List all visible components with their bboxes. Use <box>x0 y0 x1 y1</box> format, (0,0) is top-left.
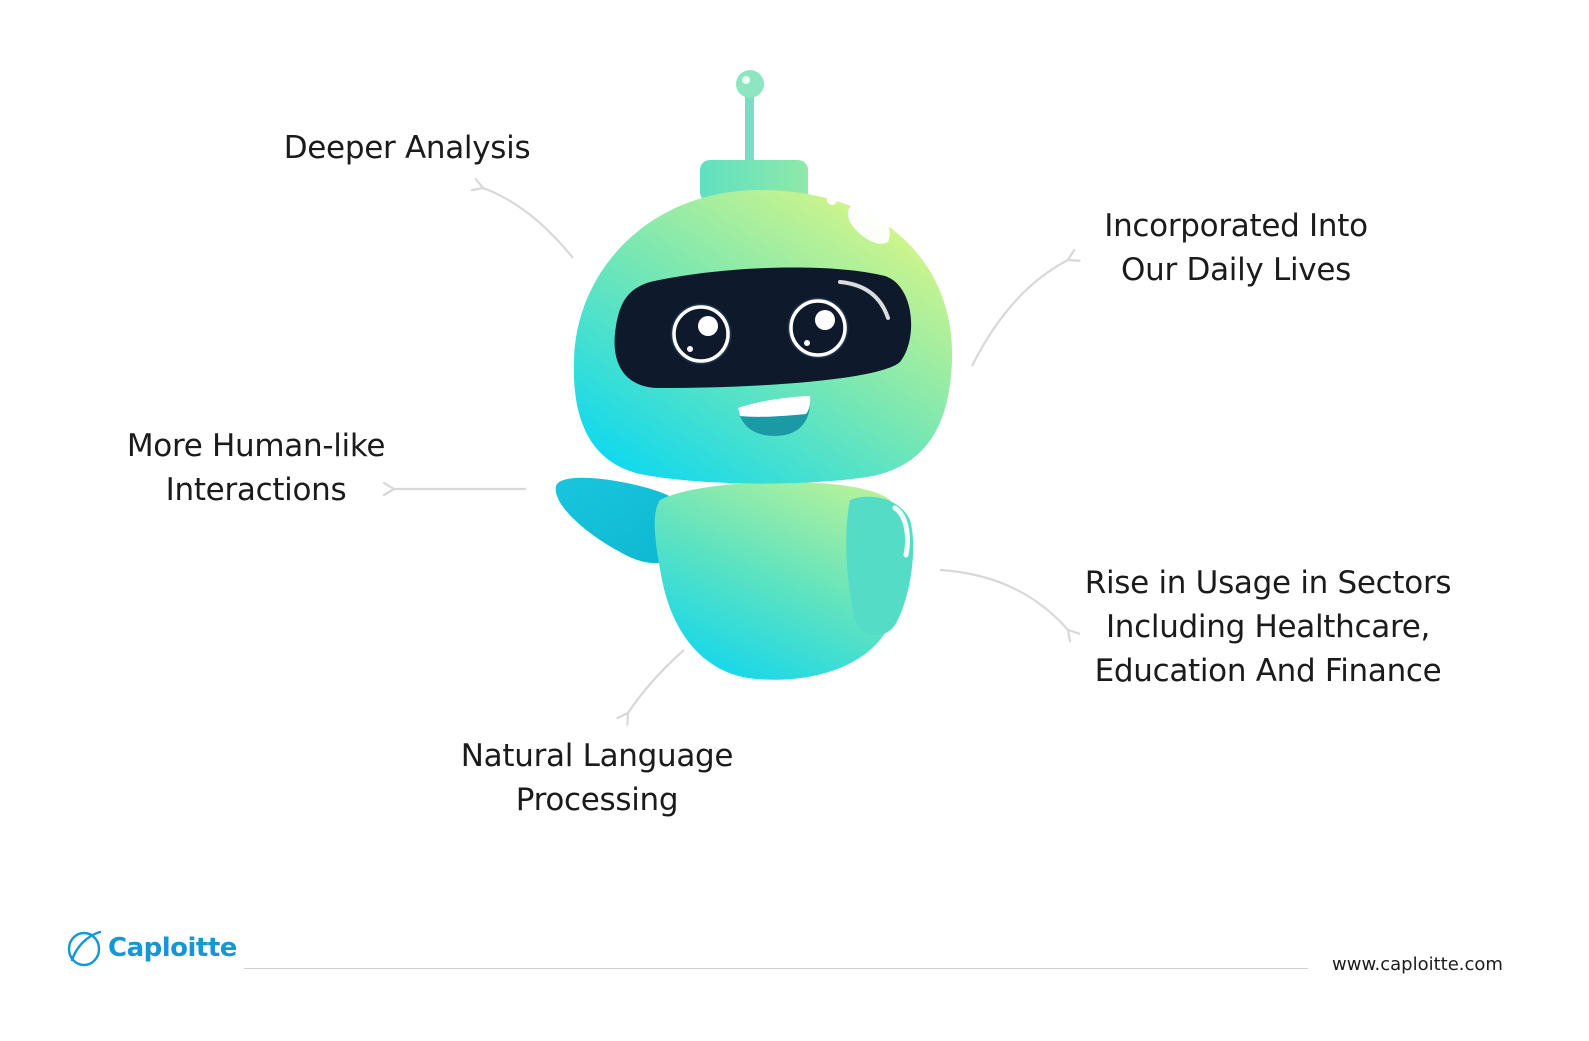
brand-name: Caploitte <box>108 933 237 963</box>
label-line: Natural Language <box>460 738 734 774</box>
label-line: Processing <box>515 782 679 818</box>
arrow-rise-in-usage <box>939 568 1068 630</box>
left-eye <box>670 303 732 365</box>
label-line: Our Daily Lives <box>1121 252 1351 288</box>
label-line: Including Healthcare, <box>1105 609 1431 645</box>
label-human-like: More Human-like Interactions <box>106 424 406 512</box>
right-eye <box>787 297 849 359</box>
brand-logo[interactable]: Caploitte <box>66 928 237 968</box>
website-url[interactable]: www.caploitte.com <box>1332 954 1503 975</box>
label-line: Incorporated Into <box>1104 208 1368 244</box>
antenna-stick <box>745 92 754 170</box>
arrow-deeper-analysis <box>483 188 574 259</box>
label-incorporated: Incorporated Into Our Daily Lives <box>1076 204 1396 292</box>
caploitte-logo-icon <box>67 930 102 967</box>
arrow-nlp <box>628 649 685 713</box>
label-rise-in-usage: Rise in Usage in Sectors Including Healt… <box>1066 561 1470 693</box>
label-line: Interactions <box>165 472 347 508</box>
label-line: Deeper Analysis <box>283 130 531 166</box>
robot-visor <box>614 267 912 388</box>
robot-icon <box>555 70 953 680</box>
footer-divider <box>244 968 1308 969</box>
antenna-ball <box>736 70 764 98</box>
robot-body <box>654 481 907 680</box>
label-line: Education And Finance <box>1094 653 1442 689</box>
label-line: Rise in Usage in Sectors <box>1084 565 1452 601</box>
label-deeper-analysis: Deeper Analysis <box>272 126 542 170</box>
right-arm <box>846 496 914 636</box>
label-line: More Human-like <box>126 428 386 464</box>
label-nlp: Natural Language Processing <box>440 734 754 822</box>
arrow-incorporated <box>971 260 1068 367</box>
